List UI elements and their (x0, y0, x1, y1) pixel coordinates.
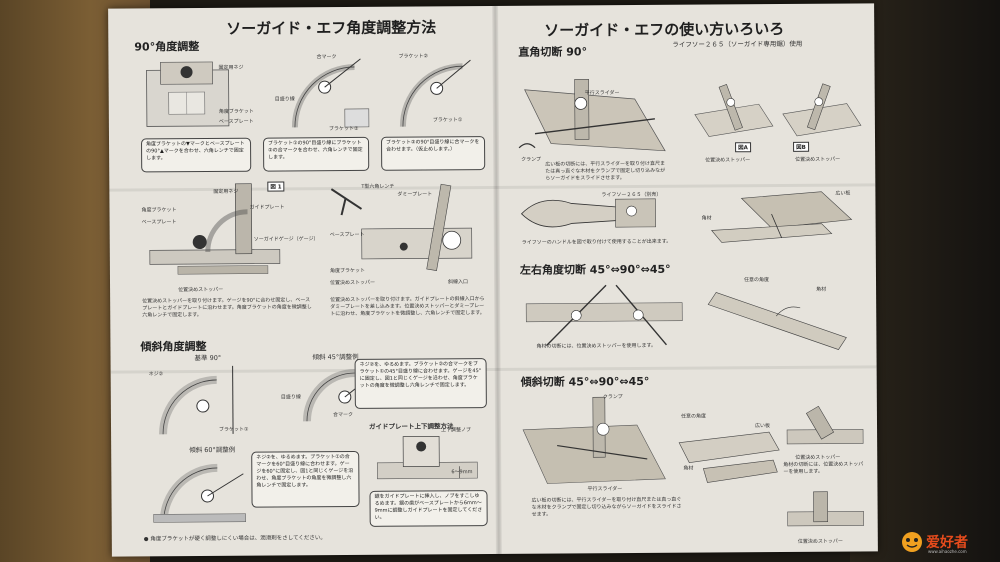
label-stopper-r2: 位置決めストッパー (795, 156, 841, 163)
center-fold (492, 5, 502, 554)
instruction-sheet: ソーガイド・エフ角度調整方法 90°角度調整 固定用ネジ 角度ブラケット ベース… (108, 3, 878, 557)
logo-mascot-icon (902, 532, 922, 552)
instruction-box-1: 角度ブラケットの▼マークとベースプレートの90°▲マークを合わせ、六角レンチで固… (141, 137, 252, 173)
figure-base-plate (138, 52, 239, 139)
figure-wide-board-cut (701, 183, 861, 254)
watermark-brand: 爱好者 (926, 535, 968, 551)
section-bevel-cut: 傾斜切断 45°⇔90°⇔45° (520, 374, 650, 389)
figure-standard-90 (143, 360, 254, 439)
figure-lifesaw-handle (515, 185, 675, 240)
label-bracket-2: ブラケット② (328, 125, 359, 133)
label-parallel-slider-2: 平行スライダー (587, 486, 623, 493)
figure-a-tag: 図A (735, 142, 751, 153)
figure-b-tag: 図B (793, 141, 809, 152)
label-stopper-r3: 位置決めストッパー (795, 454, 841, 461)
paragraph-handle: ライフソーのハンドルを図で取り付けて使用することが出来ます。 (521, 238, 672, 246)
figure-stopper-b (777, 73, 863, 144)
label-hex-wrench: T型六角レンチ (361, 183, 395, 190)
instruction-box-3: ブラケット②の90°目盛り線に合マークを合わせます。（仮止めします。） (380, 136, 486, 171)
footnote: ● 角度ブラケットが硬く調整しにくい場合は、潤滑剤をさしてください。 (144, 533, 326, 542)
label-stopper-r: 位置決めストッパー (705, 157, 751, 164)
paragraph-gauge-90: 位置決めストッパーを取り付けます。ゲージを90°に合わせ固定し、ベースプレートと… (142, 297, 312, 319)
label-square-lumber-2: 角材 (816, 286, 827, 293)
label-guide-plate: ガイドプレート (249, 204, 285, 211)
label-fixing-screw: 固定用ネジ (218, 64, 244, 71)
figure-gauge-assembly (137, 179, 288, 290)
footnote-text: 角度ブラケットが硬く調整しにくい場合は、潤滑剤をさしてください。 (150, 535, 326, 543)
label-any-angle-2: 任意の角度 (680, 413, 706, 420)
figure-any-angle (706, 271, 863, 356)
paragraph-square: 角材の切断には、位置決めストッパーを使用します。 (783, 461, 864, 475)
label-square-lumber: 角材 (701, 215, 712, 222)
figure-dummy-plate (321, 178, 482, 291)
label-angle-bracket: 角度ブラケット (218, 108, 254, 115)
label-base-plate-3: ベースプレート (329, 231, 365, 239)
label-bracket-2b: ブラケット② (398, 53, 428, 60)
left-page-title: ソーガイド・エフ角度調整方法 (226, 18, 437, 38)
figure-bracket-scale-1 (284, 49, 375, 138)
label-eye-scale-2: 目盛り線 (280, 394, 301, 401)
bullet-icon: ● (143, 536, 149, 543)
label-dummy-plate: ダミープレート (397, 191, 433, 198)
label-align-mark: 合マーク (316, 54, 337, 61)
label-lifesaw: ライフソー２６５（別売） (601, 191, 662, 199)
label-fixing-screw-2: 固定用ネジ (213, 188, 239, 195)
figure-bevel-60 (149, 452, 250, 527)
right-page: ソーガイド・エフの使い方いろいろ ライフソー２６５（ソーガイド専用鋸）使用 直角… (504, 3, 870, 554)
label-bracket-1: ブラケット① (432, 117, 463, 124)
figure-guideplate-adjust (369, 432, 485, 489)
figure-bevel-stopper-2 (783, 487, 867, 538)
label-clamp: クランプ (521, 156, 542, 163)
instruction-box-guide: 鋸をガイドプレートに挿入し、ノブをすこしゆるめます。鋸の歯がベースプレートから6… (369, 490, 488, 527)
label-wide-board: 広い板 (835, 190, 851, 197)
label-align-mark-2: 合マーク (332, 411, 353, 419)
label-stopper-2: 位置決めストッパー (329, 279, 376, 287)
paragraph-bevel: 広い板の切断には、平行スライダーを取り付け直尺または真っ直ぐな木材をクランプで固… (531, 496, 682, 518)
label-bracket-1-b: ブラケット① (219, 426, 249, 433)
label-top-side-knob: 上下調整ノブ (441, 427, 472, 434)
section-right-angle: 直角切断 90° (518, 45, 588, 59)
label-clamp-2: クランプ (602, 394, 623, 401)
label-stopper-r4: 位置決めストッパー (797, 538, 843, 545)
paragraph-wide-board: 広い板の切断には、平行スライダーを取り付け直尺または真っ直ぐな木材をクランプで固… (545, 160, 666, 182)
label-sawguide-gauge: ソーガイドゲージ（ゲージ） (253, 236, 319, 243)
label-angle-bracket-3: 角度ブラケット (329, 267, 365, 275)
figure-right-angle-cut (514, 59, 669, 164)
label-base-plate-2: ベースプレート (141, 219, 177, 226)
figure-1-tag: 図 1 (267, 181, 285, 192)
figure-left-right-cut (516, 275, 693, 356)
label-angle-bracket-2: 角度ブラケット (141, 207, 177, 214)
label-eye-scale: 目盛り線 (274, 96, 295, 103)
figure-bevel-wide-cut (517, 389, 668, 490)
instruction-box-60: ネジ②を、ゆるめます。ブラケット①の合マークを60°目盛り線に合わせます。ゲージ… (251, 450, 360, 508)
label-any-angle: 任意の角度 (743, 277, 770, 284)
label-parallel-slider: 平行スライダー (584, 90, 620, 97)
instruction-box-2: ブラケット①の90°目盛り線にブラケット②の合マークを合わせ、六角レンチで固定し… (263, 136, 370, 172)
label-stopper: 位置決めストッパー (178, 286, 224, 294)
watermark-logo: 爱好者 www.aihaozhe.com (900, 530, 992, 556)
figure-stopper-a (689, 74, 775, 145)
label-slot: 斜線入口 (447, 279, 469, 286)
watermark-url: www.aihaozhe.com (928, 549, 967, 554)
instruction-box-45: ネジ②を、ゆるめます。ブラケット②の合マークをブラケット①の45°目盛り線に合わ… (354, 358, 487, 409)
figure-bevel-stopper-1 (783, 399, 867, 454)
label-base-plate: ベースプレート (218, 118, 254, 125)
figure-bevel-angle (673, 412, 784, 489)
label-range: 6～9mm (451, 469, 473, 476)
figure-bracket-scale-2 (392, 48, 483, 137)
label-square-lumber-3: 角材 (683, 465, 694, 472)
label-wide-board-2: 広い板 (755, 423, 771, 430)
paragraph-dummy-plate: 位置決めストッパーを取り付けます。ガイドプレートの斜線入口からダミープレートを差… (330, 296, 485, 318)
right-page-subtitle: ライフソー２６５（ソーガイド専用鋸）使用 (672, 39, 803, 49)
left-page: ソーガイド・エフ角度調整方法 90°角度調整 固定用ネジ 角度ブラケット ベース… (116, 6, 492, 557)
label-screw-2: ネジ② (148, 371, 164, 378)
paragraph-stopper: 角材の切断には、位置決めストッパーを使用します。 (536, 342, 657, 350)
